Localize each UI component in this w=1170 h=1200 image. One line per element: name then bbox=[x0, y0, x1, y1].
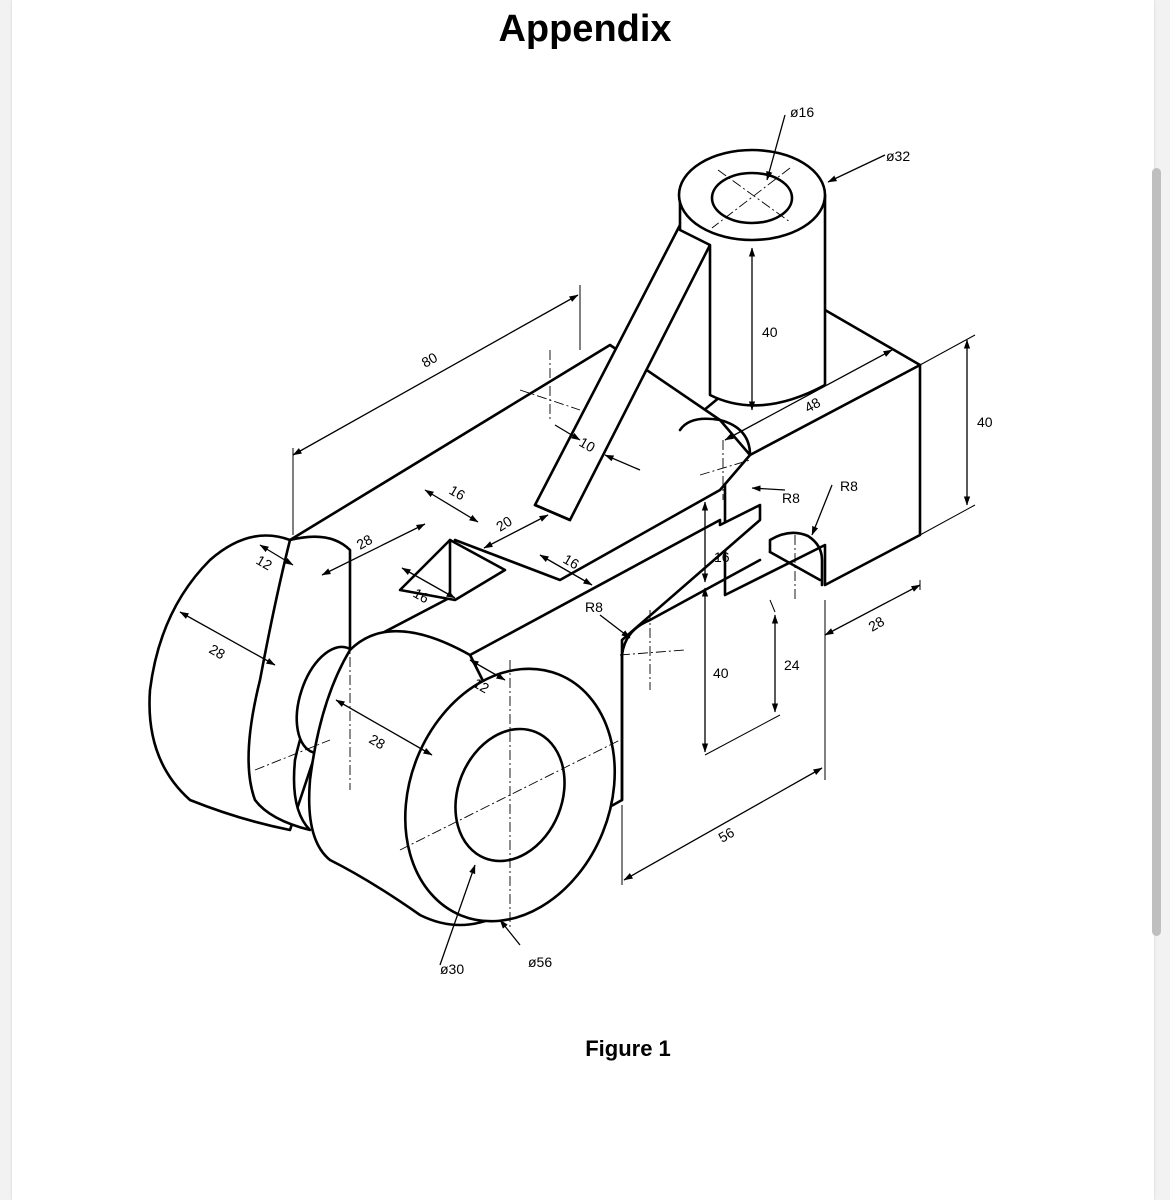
dim-height-24: 24 bbox=[784, 657, 800, 673]
dim-depth-28-right: 28 bbox=[866, 613, 888, 635]
vertical-scrollbar[interactable] bbox=[1152, 168, 1161, 936]
dim-boss-dia-32: ø32 bbox=[886, 148, 910, 164]
dim-hole-dia-30: ø30 bbox=[440, 961, 464, 977]
dim-width-56: 56 bbox=[716, 824, 738, 846]
dim-slot-16-top: 16 bbox=[447, 482, 469, 504]
dim-lug-12-front: 12 bbox=[471, 675, 493, 697]
boss-hole bbox=[710, 171, 794, 225]
dim-radius-r8-arm: R8 bbox=[585, 599, 603, 615]
page-title: Appendix bbox=[498, 8, 672, 50]
dim-block-height-40: 40 bbox=[977, 414, 993, 430]
dim-slot-16-inner: 16 bbox=[411, 585, 433, 607]
dim-height-40-front: 40 bbox=[713, 665, 729, 681]
dim-cyl-dia-56: ø56 bbox=[528, 954, 552, 970]
dim-radius-r8-block: R8 bbox=[782, 490, 800, 506]
dim-cyl-28-front: 28 bbox=[367, 731, 389, 753]
dim-arm-16: 16 bbox=[561, 551, 583, 573]
dim-boss-height-40: 40 bbox=[762, 324, 778, 340]
isometric-drawing: 80 ø16 ø32 40 48 40 10 16 20 28 12 16 16… bbox=[148, 104, 993, 977]
dim-radius-r8-slot: R8 bbox=[840, 478, 858, 494]
dim-lug-12-left: 12 bbox=[254, 552, 276, 574]
dim-slot-20: 20 bbox=[493, 513, 515, 535]
dim-rib-10: 10 bbox=[577, 434, 599, 456]
dim-80: 80 bbox=[419, 349, 441, 371]
dim-step-16: 16 bbox=[714, 549, 730, 565]
dim-cyl-28-left: 28 bbox=[207, 641, 229, 663]
dim-boss-dia-16: ø16 bbox=[790, 104, 814, 120]
dim-block-length-48: 48 bbox=[802, 394, 824, 416]
figure-caption: Figure 1 bbox=[585, 1036, 671, 1061]
dim-slot-28: 28 bbox=[354, 531, 376, 553]
